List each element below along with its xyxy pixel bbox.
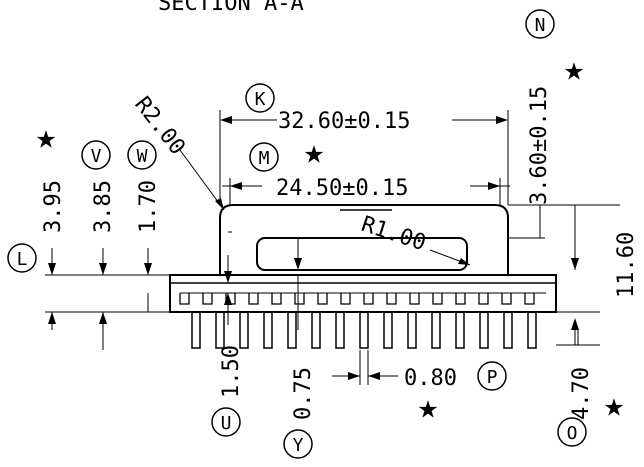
pin: [503, 311, 513, 349]
callout-v: V: [81, 140, 111, 170]
callout-m: M: [249, 142, 279, 172]
star-o: ★: [604, 385, 624, 425]
pin: [527, 311, 537, 349]
callout-y: Y: [283, 429, 313, 459]
dim-left-1: 3.95: [41, 180, 66, 233]
callout-o: O: [557, 417, 587, 447]
svg-text:P: P: [487, 367, 498, 388]
svg-text:M: M: [259, 148, 270, 169]
dim-overall-height: 11.60: [614, 232, 639, 298]
base-slot: [409, 293, 420, 305]
dim-outer-width: 32.60±0.15: [278, 109, 410, 134]
pins: [191, 311, 537, 349]
svg-text:N: N: [535, 15, 546, 36]
pin: [311, 311, 321, 349]
svg-text:V: V: [91, 146, 102, 167]
base-slot: [501, 293, 512, 305]
dim-pin-width: 0.80: [404, 366, 457, 391]
pin: [191, 311, 201, 349]
star-n: ★: [564, 49, 584, 89]
star-left: ★: [36, 117, 56, 157]
pin: [455, 311, 465, 349]
svg-text:K: K: [255, 89, 266, 110]
base-slot: [179, 293, 190, 305]
inner-window: [256, 237, 468, 271]
dim-small-gap: 0.75: [291, 367, 316, 420]
dim-left-2: 3.85: [91, 180, 116, 233]
svg-text:O: O: [567, 423, 578, 444]
base-slot: [524, 293, 535, 305]
dim-top-right: 3.60±0.15: [527, 86, 552, 205]
callout-p: P: [477, 361, 507, 391]
svg-text:Y: Y: [293, 435, 304, 456]
base-slot: [432, 293, 443, 305]
callout-w: W: [127, 140, 157, 170]
section-title: SECTION A-A: [158, 0, 304, 16]
pin: [383, 311, 393, 349]
base-slots: [179, 293, 535, 305]
base-slot: [455, 293, 466, 305]
base-slot: [202, 293, 213, 305]
dim-inner-width: 24.50±0.15: [276, 176, 408, 201]
base-slot: [386, 293, 397, 305]
svg-text:W: W: [137, 146, 148, 167]
base-slot: [340, 293, 351, 305]
star-m: ★: [304, 132, 324, 172]
dim-radius-inner: R1.00: [358, 212, 429, 256]
pin: [359, 311, 369, 349]
svg-text:U: U: [221, 413, 232, 434]
pin: [239, 311, 249, 349]
pin: [431, 311, 441, 349]
star-bottom: ★: [418, 387, 438, 427]
callout-l: L: [7, 243, 37, 273]
callout-u: U: [211, 407, 241, 437]
base-slot: [294, 293, 305, 305]
svg-text:L: L: [17, 249, 28, 270]
base-slot: [478, 293, 489, 305]
pin: [335, 311, 345, 349]
bobbin-body-outline: [219, 204, 509, 275]
base-slot: [248, 293, 259, 305]
pin: [263, 311, 273, 349]
callout-k: K: [245, 83, 275, 113]
base-slot: [271, 293, 282, 305]
base-slot: [363, 293, 374, 305]
dim-flange-thickness: 1.50: [219, 345, 244, 398]
r2-leader: [179, 149, 225, 211]
pin: [407, 311, 417, 349]
dim-left-3: 1.70: [136, 180, 161, 233]
dim-pin-length: 4.70: [569, 367, 594, 420]
callout-n: N: [525, 9, 555, 39]
pin: [215, 311, 225, 349]
base-slot: [317, 293, 328, 305]
pin: [287, 311, 297, 349]
pin: [479, 311, 489, 349]
